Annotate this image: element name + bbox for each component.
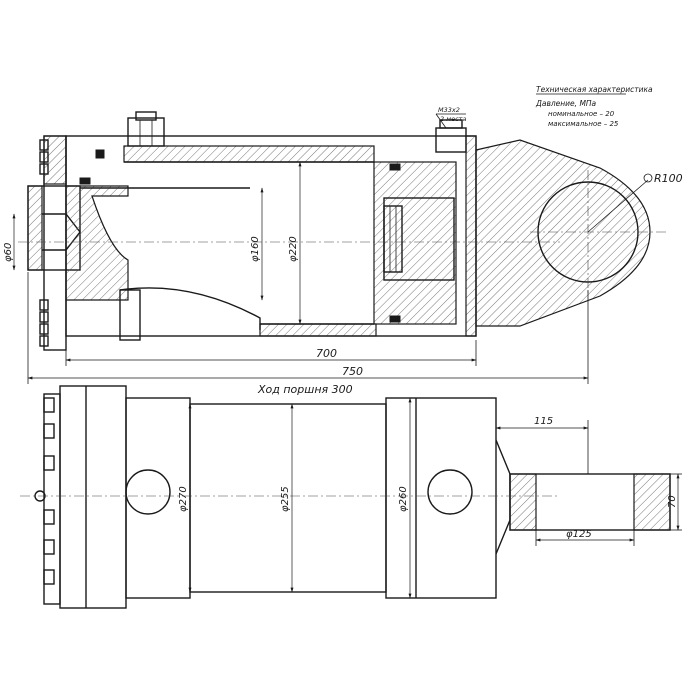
piston-nut: [383, 205, 403, 273]
eye-bore-label: φ125: [566, 529, 592, 540]
notes-title: Техническая характеристика: [536, 85, 653, 94]
eye-offset-label: 115: [534, 416, 553, 427]
pressure-maximum: максимальное – 25: [548, 120, 619, 128]
rod-lower-segment: [119, 289, 141, 341]
eye-neck: [495, 439, 511, 555]
pressure-label: Давление, МПа: [535, 99, 597, 108]
rear-port: [427, 469, 473, 515]
rear-head: [385, 397, 497, 599]
port-leader: [435, 113, 447, 129]
port-places-label: 2 места: [440, 115, 466, 123]
clevis-eye: [475, 139, 651, 327]
rod-end-hatch: [27, 185, 43, 271]
rod-taper-lower: [119, 287, 261, 330]
section-view: R100 φ60 φ160 φ220 700 750 Ход поршня 30…: [3, 111, 683, 396]
gland-seal: [95, 149, 105, 159]
port-boss-left: [127, 117, 165, 147]
radius-label: R100: [654, 172, 683, 185]
flange-dia-label: φ270: [178, 486, 189, 512]
port-cap-left: [135, 111, 157, 121]
radius-leader: [587, 179, 649, 233]
port-boss-right: [435, 127, 467, 153]
pressure-nominal: номинальное – 20: [548, 110, 615, 118]
gland-flange-top-hatch: [43, 135, 67, 185]
port-thread-label: М33х2: [438, 106, 460, 114]
eye-side-hatch-left: [509, 473, 537, 531]
front-flange: [43, 393, 61, 605]
port-callout: М33х2 2 места: [435, 106, 466, 129]
eye-side-hatch-right: [633, 473, 671, 531]
tube-wall-top: [123, 145, 375, 163]
bore-dia-label: φ220: [288, 236, 299, 262]
length-total-label: 750: [342, 365, 363, 378]
gland-block: [59, 385, 127, 609]
port-cap-right: [439, 119, 463, 129]
rod-dia-label: φ60: [3, 243, 14, 262]
eye-width-label: 70: [667, 495, 678, 508]
technical-notes: Техническая характеристика Давление, МПа…: [535, 85, 653, 128]
piston-seal-bottom: [389, 315, 401, 323]
flange-bolts-top: [39, 139, 49, 347]
piston-seal-top: [389, 163, 401, 171]
rod-upper-hatch: [65, 185, 129, 301]
rear-cap: [465, 135, 477, 337]
rod-seal-top: [79, 177, 91, 185]
outside-view: φ270 φ255 φ260 115 70 φ125: [20, 385, 682, 609]
flange-bolts-bottom: [43, 397, 55, 585]
piston-dia-label: φ160: [250, 236, 261, 262]
front-port: [125, 469, 171, 515]
piston: [373, 161, 457, 325]
tube-dia-label: φ255: [280, 486, 291, 512]
head-dia-label: φ260: [398, 486, 409, 512]
stroke-label: Ход поршня 300: [257, 383, 353, 396]
length-inner-label: 700: [316, 347, 337, 360]
tube-wall-bottom: [259, 323, 377, 337]
